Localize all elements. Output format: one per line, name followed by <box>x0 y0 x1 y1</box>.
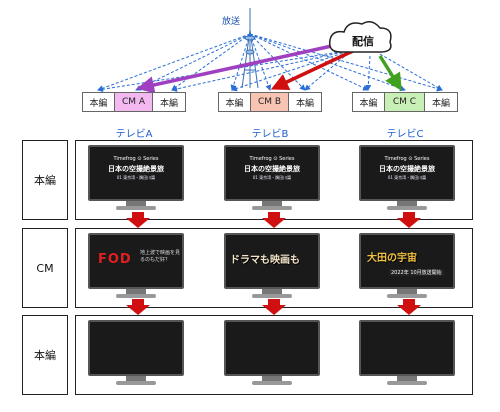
cm-c-arrow <box>378 55 402 91</box>
tv-b-resume <box>224 320 320 390</box>
broadcast-label: 放送 <box>222 17 241 27</box>
program-segment: 本編 <box>353 93 385 111</box>
station-a-name: テレビA <box>115 129 153 140</box>
tv-screen <box>224 320 320 376</box>
broadcast-line <box>249 33 443 92</box>
down-arrow-icon <box>126 299 150 315</box>
tv-screen: 大田の宇宙 2022年 10月放送開始 <box>359 233 455 289</box>
down-arrow-icon <box>262 212 286 228</box>
program-segment: 本編 <box>219 93 251 111</box>
down-arrow-icon <box>262 299 286 315</box>
down-arrow-icon <box>397 299 421 315</box>
connection-diagram <box>97 8 443 94</box>
tv-c-resume <box>359 320 455 390</box>
distribution-line <box>231 49 353 92</box>
down-arrow-icon <box>397 212 421 228</box>
tv-a-program: Timefrog ⊙ Series 日本の空撮絶景旅 01 東京湾・隅田川篇 <box>88 145 184 215</box>
cloud-icon <box>328 21 392 53</box>
tv-screen <box>88 320 184 376</box>
program-segment: 本編 <box>295 98 314 109</box>
station-c-schedule: 本編 CM C 本編 <box>352 92 458 112</box>
tv-b-program: Timefrog ⊙ Series 日本の空撮絶景旅 01 東京湾・隅田川篇 <box>224 145 320 215</box>
tv-screen: FOD 地上波で映画を見るのもだ好？ <box>88 233 184 289</box>
program-resume-row <box>75 315 473 395</box>
cm-b-arrow <box>270 48 356 90</box>
tv-screen: Timefrog ⊙ Series 日本の空撮絶景旅 01 東京湾・隅田川篇 <box>359 145 455 201</box>
cm-a-arrow <box>136 40 351 94</box>
program-segment: 本編 <box>159 98 178 109</box>
program-segment: 本編 <box>83 93 115 111</box>
tv-c-cm: 大田の宇宙 2022年 10月放送開始 <box>359 233 455 303</box>
station-a-schedule: 本編 CM A 本編 <box>82 92 186 112</box>
tv-a-cm: FOD 地上波で映画を見るのもだ好？ <box>88 233 184 303</box>
tv-screen: Timefrog ⊙ Series 日本の空撮絶景旅 01 東京湾・隅田川篇 <box>88 145 184 201</box>
distribution-line <box>365 55 372 91</box>
cm-row: FOD 地上波で映画を見るのもだ好？ ドラマも映画も 大田の宇宙 2022年 1… <box>75 228 473 308</box>
program-segment: 本編 <box>431 98 450 109</box>
tv-a-resume <box>88 320 184 390</box>
broadcast-line <box>97 33 251 92</box>
broadcast-line <box>249 33 369 91</box>
tv-screen: ドラマも映画も <box>224 233 320 289</box>
tv-b-cm: ドラマも映画も <box>224 233 320 303</box>
broadcast-line <box>249 33 306 91</box>
tv-screen: Timefrog ⊙ Series 日本の空撮絶景旅 01 東京湾・隅田川篇 <box>224 145 320 201</box>
station-b-schedule: 本編 CM B 本編 <box>218 92 322 112</box>
tv-c-program: Timefrog ⊙ Series 日本の空撮絶景旅 01 東京湾・隅田川篇 <box>359 145 455 215</box>
station-b-name: テレビB <box>251 129 289 140</box>
tv-screen <box>359 320 455 376</box>
row-label-program: 本編 <box>22 140 68 220</box>
cm-segment: CM C <box>385 93 425 111</box>
distribution-line <box>379 53 443 91</box>
cm-segment: CM A <box>115 93 153 111</box>
distribution-label: 配信 <box>352 35 374 48</box>
program-row: Timefrog ⊙ Series 日本の空撮絶景旅 01 東京湾・隅田川篇 T… <box>75 140 473 220</box>
distribution-line <box>171 49 353 92</box>
row-label-cm: CM <box>22 228 68 308</box>
broadcast-line <box>171 33 251 91</box>
down-arrow-icon <box>126 212 150 228</box>
cm-segment: CM B <box>251 93 289 111</box>
row-label-program-resume: 本編 <box>22 315 68 395</box>
distribution-line <box>97 49 353 93</box>
station-c-name: テレビC <box>386 129 424 140</box>
